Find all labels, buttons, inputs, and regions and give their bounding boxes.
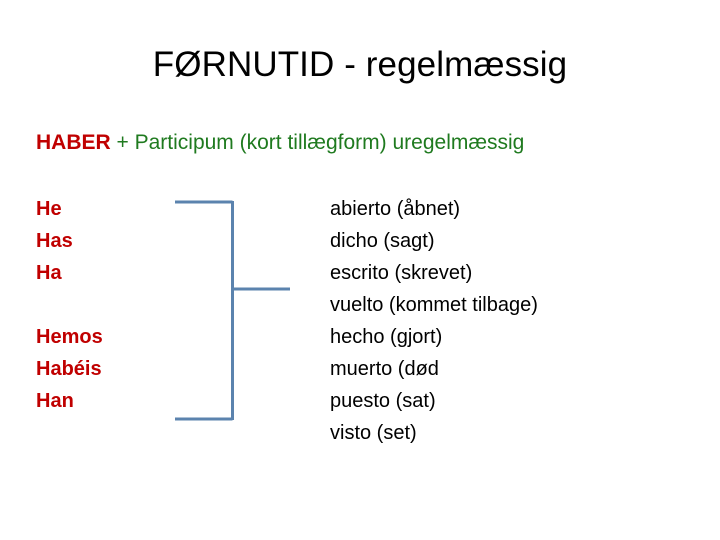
list-item: dicho (sagt) bbox=[330, 230, 435, 252]
list-item: He bbox=[36, 198, 62, 220]
formula-line: HABER + Participum (kort tillægform) ure… bbox=[36, 129, 524, 157]
formula-participle-label: + Participum (kort tillægform) uregelmæs… bbox=[110, 131, 525, 154]
formula-auxiliary-label: HABER bbox=[36, 131, 111, 154]
list-item: Habéis bbox=[36, 358, 102, 380]
list-item: abierto (åbnet) bbox=[330, 198, 461, 220]
list-item: muerto (død bbox=[330, 358, 439, 380]
list-item: Has bbox=[36, 230, 73, 252]
list-item: Hemos bbox=[36, 326, 103, 348]
list-item: visto (set) bbox=[330, 422, 417, 444]
list-item: hecho (gjort) bbox=[330, 326, 443, 348]
list-item: escrito (skrevet) bbox=[330, 262, 473, 284]
list-item: vuelto (kommet tilbage) bbox=[330, 294, 538, 316]
page-title: FØRNUTID - regelmæssig bbox=[152, 45, 568, 84]
participle-column: abierto (åbnet) dicho (sagt) escrito (sk… bbox=[330, 193, 700, 449]
list-item: puesto (sat) bbox=[330, 390, 436, 412]
list-item: Han bbox=[36, 390, 74, 412]
conjugation-column: He Has Ha Hemos Habéis Han bbox=[36, 193, 206, 417]
list-item: Ha bbox=[36, 262, 62, 284]
